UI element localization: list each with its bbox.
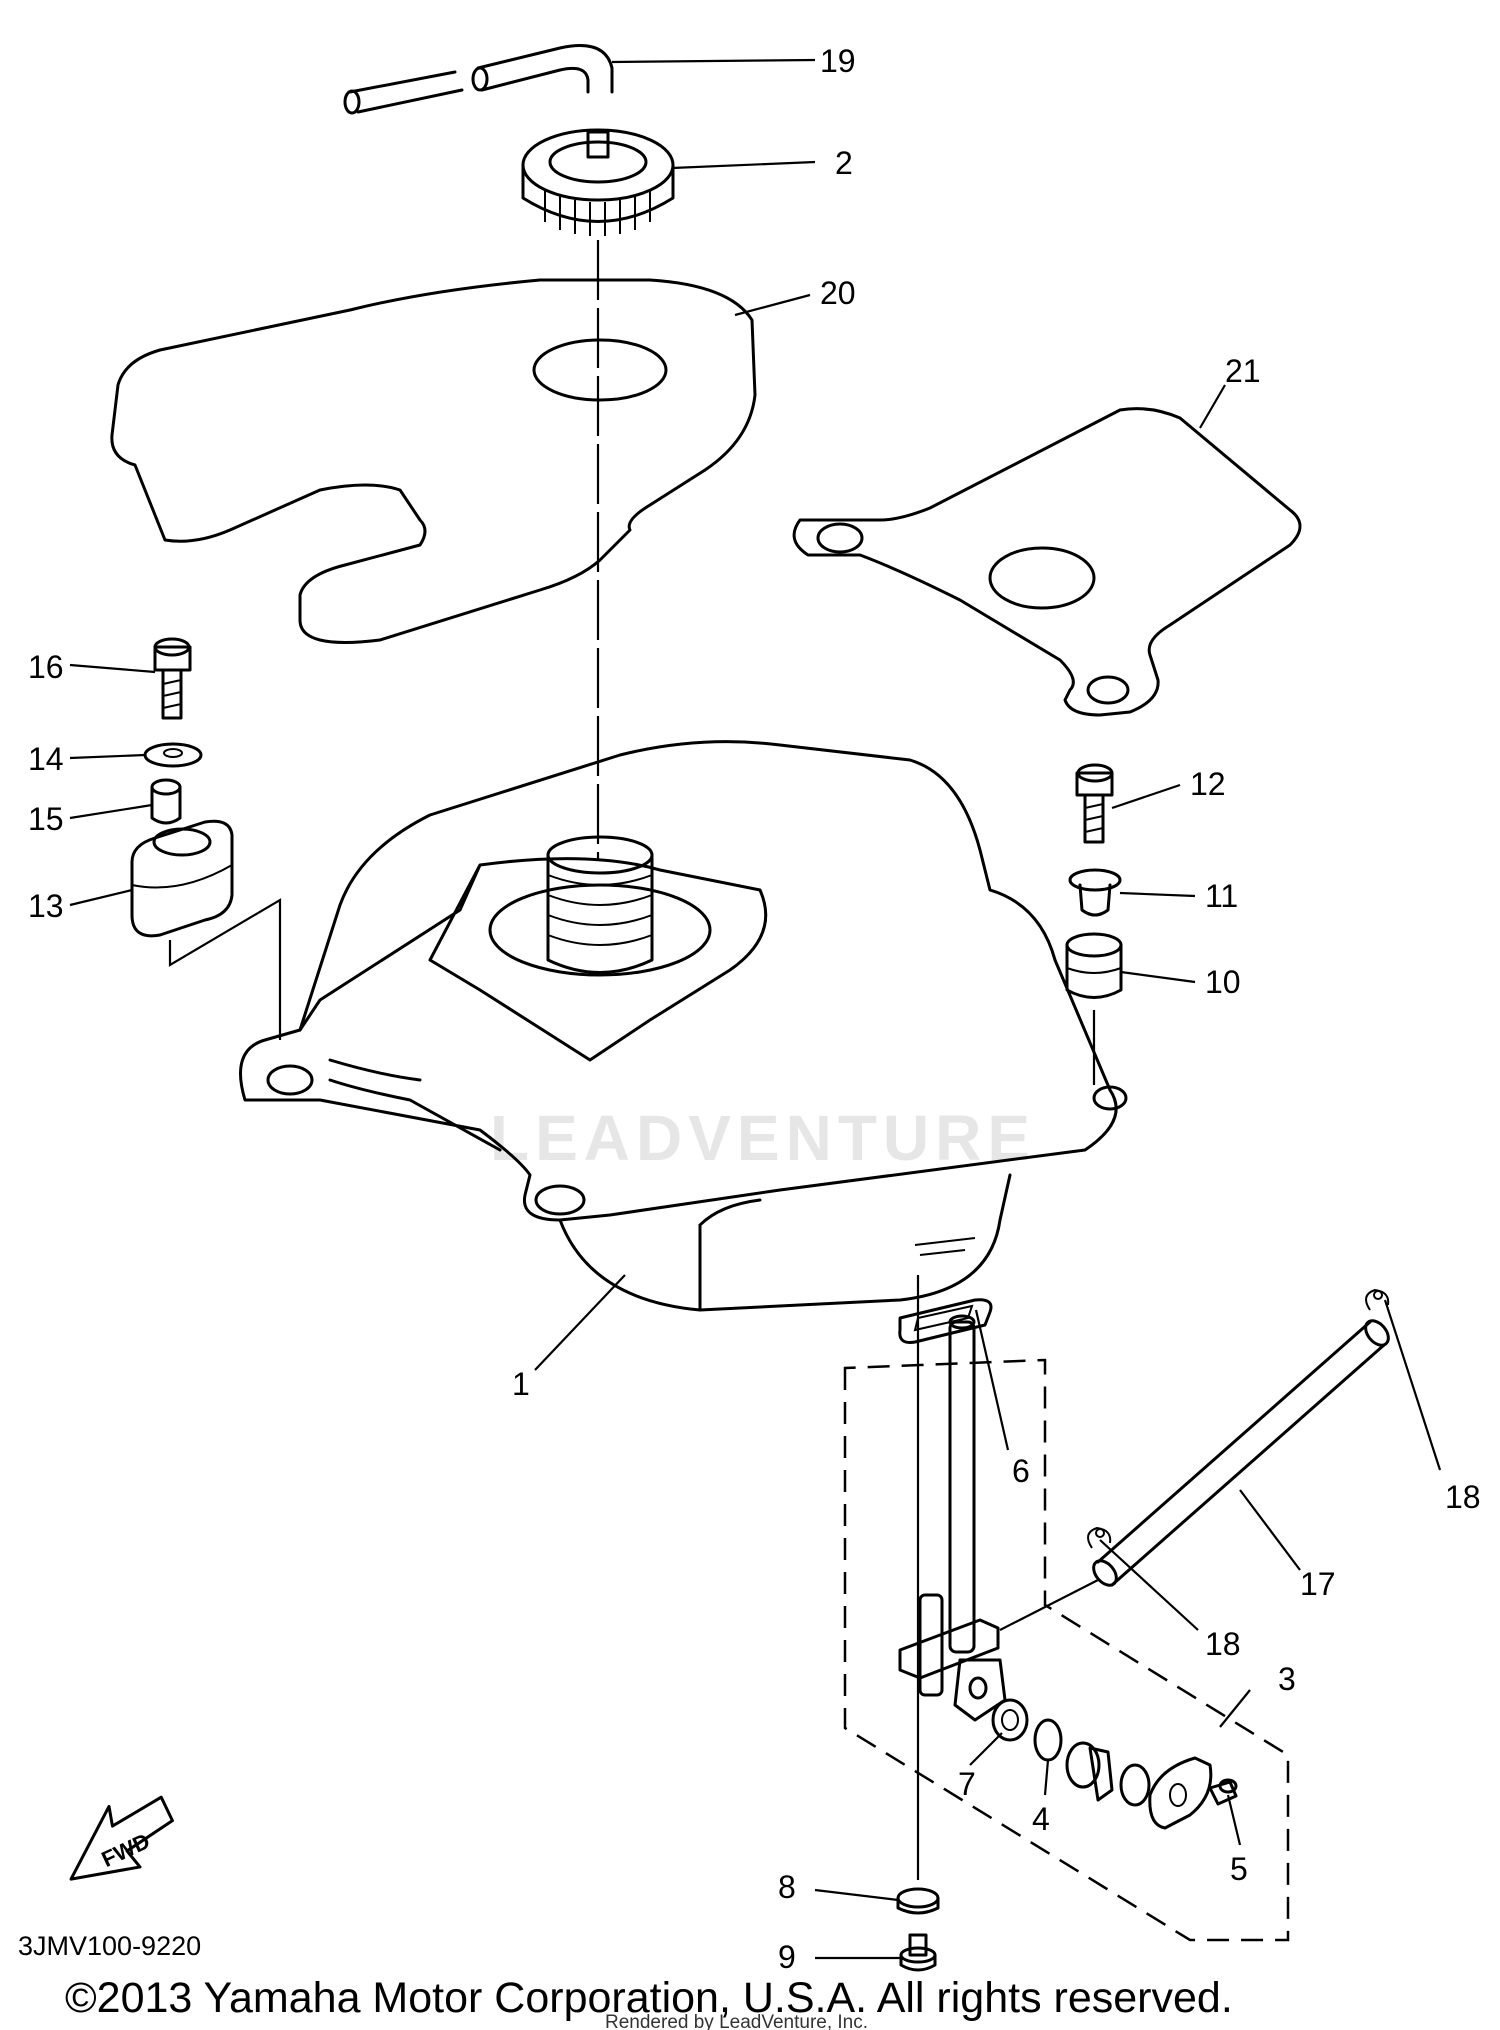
fuel-tank [239, 740, 1128, 1312]
clip-18-upper [1365, 1288, 1390, 1311]
washer-14 [143, 742, 203, 768]
svg-text:FWD: FWD [98, 1828, 154, 1872]
callout-2: 2 [835, 145, 853, 181]
callout-20: 20 [820, 275, 856, 311]
seal-pad-20 [110, 278, 757, 644]
drain-bolt-9 [899, 1933, 937, 1972]
callout-21: 21 [1225, 353, 1261, 389]
diagram-code: 3JMV100-9220 [18, 1931, 201, 1961]
hose-to-cock-line [999, 1579, 1099, 1631]
fuel-hose-17 [1092, 1319, 1390, 1587]
callout-19: 19 [820, 43, 856, 79]
cock-part-7 [991, 1698, 1029, 1742]
cock-gasket-6 [898, 1298, 993, 1344]
damper-10 [1065, 932, 1123, 999]
cock-plate [1148, 1756, 1213, 1830]
callout-5: 5 [1230, 1851, 1248, 1887]
callout-17: 17 [1300, 1566, 1336, 1602]
bolt-16 [153, 637, 192, 720]
rendered-by-text: Rendered by LeadVenture, Inc. [605, 2012, 868, 2030]
cock-washer [1119, 1763, 1151, 1807]
breather-hose [343, 44, 614, 115]
callout-1: 1 [512, 1366, 530, 1402]
callout-4: 4 [1032, 1801, 1050, 1837]
callout-18-lower: 18 [1205, 1626, 1241, 1662]
callout-15: 15 [28, 801, 64, 837]
callout-14: 14 [28, 741, 64, 777]
leader-lines [69, 58, 1442, 1960]
bolt-12 [1075, 763, 1114, 844]
copyright-text: ©2013 Yamaha Motor Corporation, U.S.A. A… [65, 1974, 1233, 2022]
washer-14-hole [163, 748, 183, 758]
callout-8: 8 [778, 1869, 796, 1905]
collar-11 [1068, 868, 1122, 917]
callout-12: 12 [1190, 766, 1226, 802]
callout-3: 3 [1278, 1661, 1296, 1697]
callout-10: 10 [1205, 964, 1241, 1000]
left-mount-line [168, 898, 282, 1040]
callout-13: 13 [28, 888, 64, 924]
tank-cap [521, 128, 675, 236]
fwd-arrow-icon: FWD [69, 1795, 174, 1881]
collar-15 [150, 778, 182, 825]
callout-18-upper: 18 [1445, 1479, 1481, 1515]
washer-8 [896, 1887, 940, 1915]
callout-16: 16 [28, 649, 64, 685]
watermark-text: LEADVENTURE [490, 1102, 1036, 1174]
damper-13 [130, 819, 234, 938]
seal-pad-21 [792, 407, 1302, 717]
cock-screw-5 [1208, 1778, 1238, 1806]
callout-11: 11 [1205, 878, 1238, 914]
fuel-cock-body [898, 1314, 1007, 1722]
clip-18-lower [1087, 1526, 1112, 1549]
cock-lever [1065, 1741, 1114, 1802]
callout-9: 9 [778, 1939, 796, 1975]
cock-part-4 [1033, 1718, 1063, 1762]
fuel-cock-assy-box [843, 1358, 1290, 1942]
callout-7: 7 [958, 1766, 976, 1802]
callout-6: 6 [1012, 1453, 1030, 1489]
